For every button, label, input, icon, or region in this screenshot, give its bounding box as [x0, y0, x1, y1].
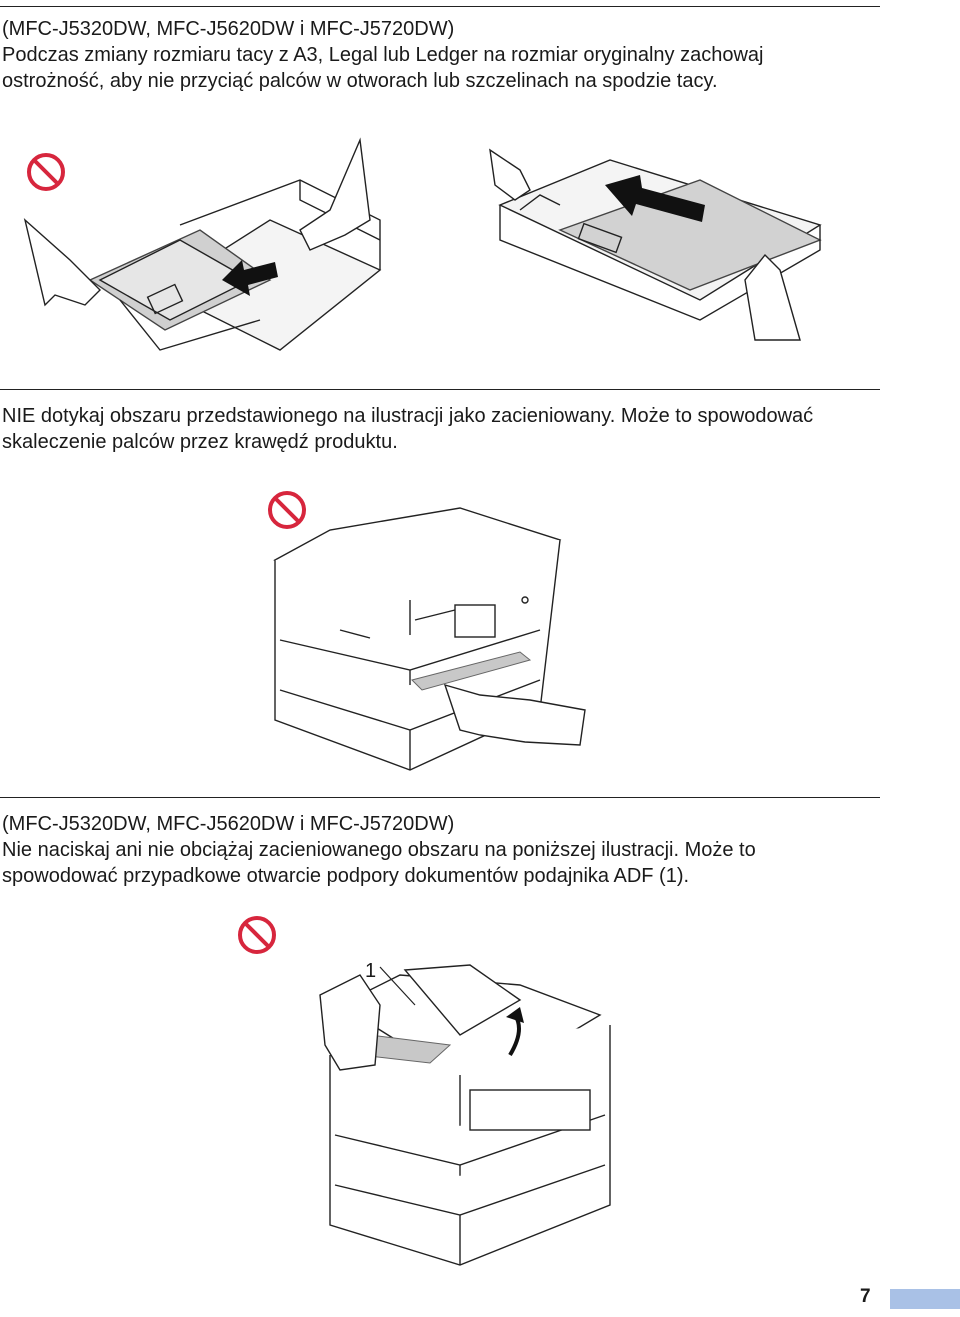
section-rule-1 — [0, 389, 880, 390]
section-1-text: (MFC-J5320DW, MFC-J5620DW i MFC-J5720DW)… — [2, 16, 763, 94]
adf-document-support — [403, 964, 522, 1036]
models-heading-2: (MFC-J5320DW, MFC-J5620DW i MFC-J5720DW) — [2, 813, 455, 835]
arrow-up-icon — [506, 1007, 524, 1057]
callout-leader-line — [379, 966, 416, 1006]
left-tray-drawing — [88, 179, 382, 351]
prohibition-icon — [27, 153, 65, 191]
models-heading-1: (MFC-J5320DW, MFC-J5620DW i MFC-J5720DW) — [2, 18, 455, 40]
tray-resize-illustration — [23, 137, 822, 351]
page-tab — [890, 1289, 960, 1309]
left-hand-drawing — [23, 137, 371, 307]
printer-front-illustration — [268, 491, 586, 771]
prohibition-icon — [268, 491, 306, 529]
section-3-line-2: spowodować przypadkowe otwarcie podpory … — [2, 865, 690, 887]
section-1-line-2: ostrożność, aby nie przyciąć palców w ot… — [2, 70, 718, 92]
page-number: 7 — [860, 1286, 871, 1307]
hand-drawing — [443, 683, 586, 746]
callout-label: 1 — [365, 960, 376, 982]
adf-printer-illustration: 1 — [238, 916, 611, 1266]
section-2-text: NIE dotykaj obszaru przedstawionego na i… — [2, 403, 813, 455]
prohibition-icon — [238, 916, 276, 954]
section-1-line-1: Podczas zmiany rozmiaru tacy z A3, Legal… — [2, 44, 764, 66]
section-3-line-1: Nie naciskaj ani nie obciążaj zacieniowa… — [2, 839, 756, 861]
shaded-edge-area — [411, 651, 532, 691]
section-3-text: (MFC-J5320DW, MFC-J5620DW i MFC-J5720DW)… — [2, 811, 756, 889]
hand-drawing — [319, 974, 381, 1071]
right-hand-drawing — [489, 148, 801, 341]
top-rule — [0, 6, 880, 7]
arrow-left-icon — [222, 260, 278, 296]
section-rule-2 — [0, 797, 880, 798]
arrow-left-icon — [605, 175, 705, 222]
section-2-line-2: skaleczenie palców przez krawędź produkt… — [2, 431, 398, 453]
section-2-line-1: NIE dotykaj obszaru przedstawionego na i… — [2, 405, 814, 427]
